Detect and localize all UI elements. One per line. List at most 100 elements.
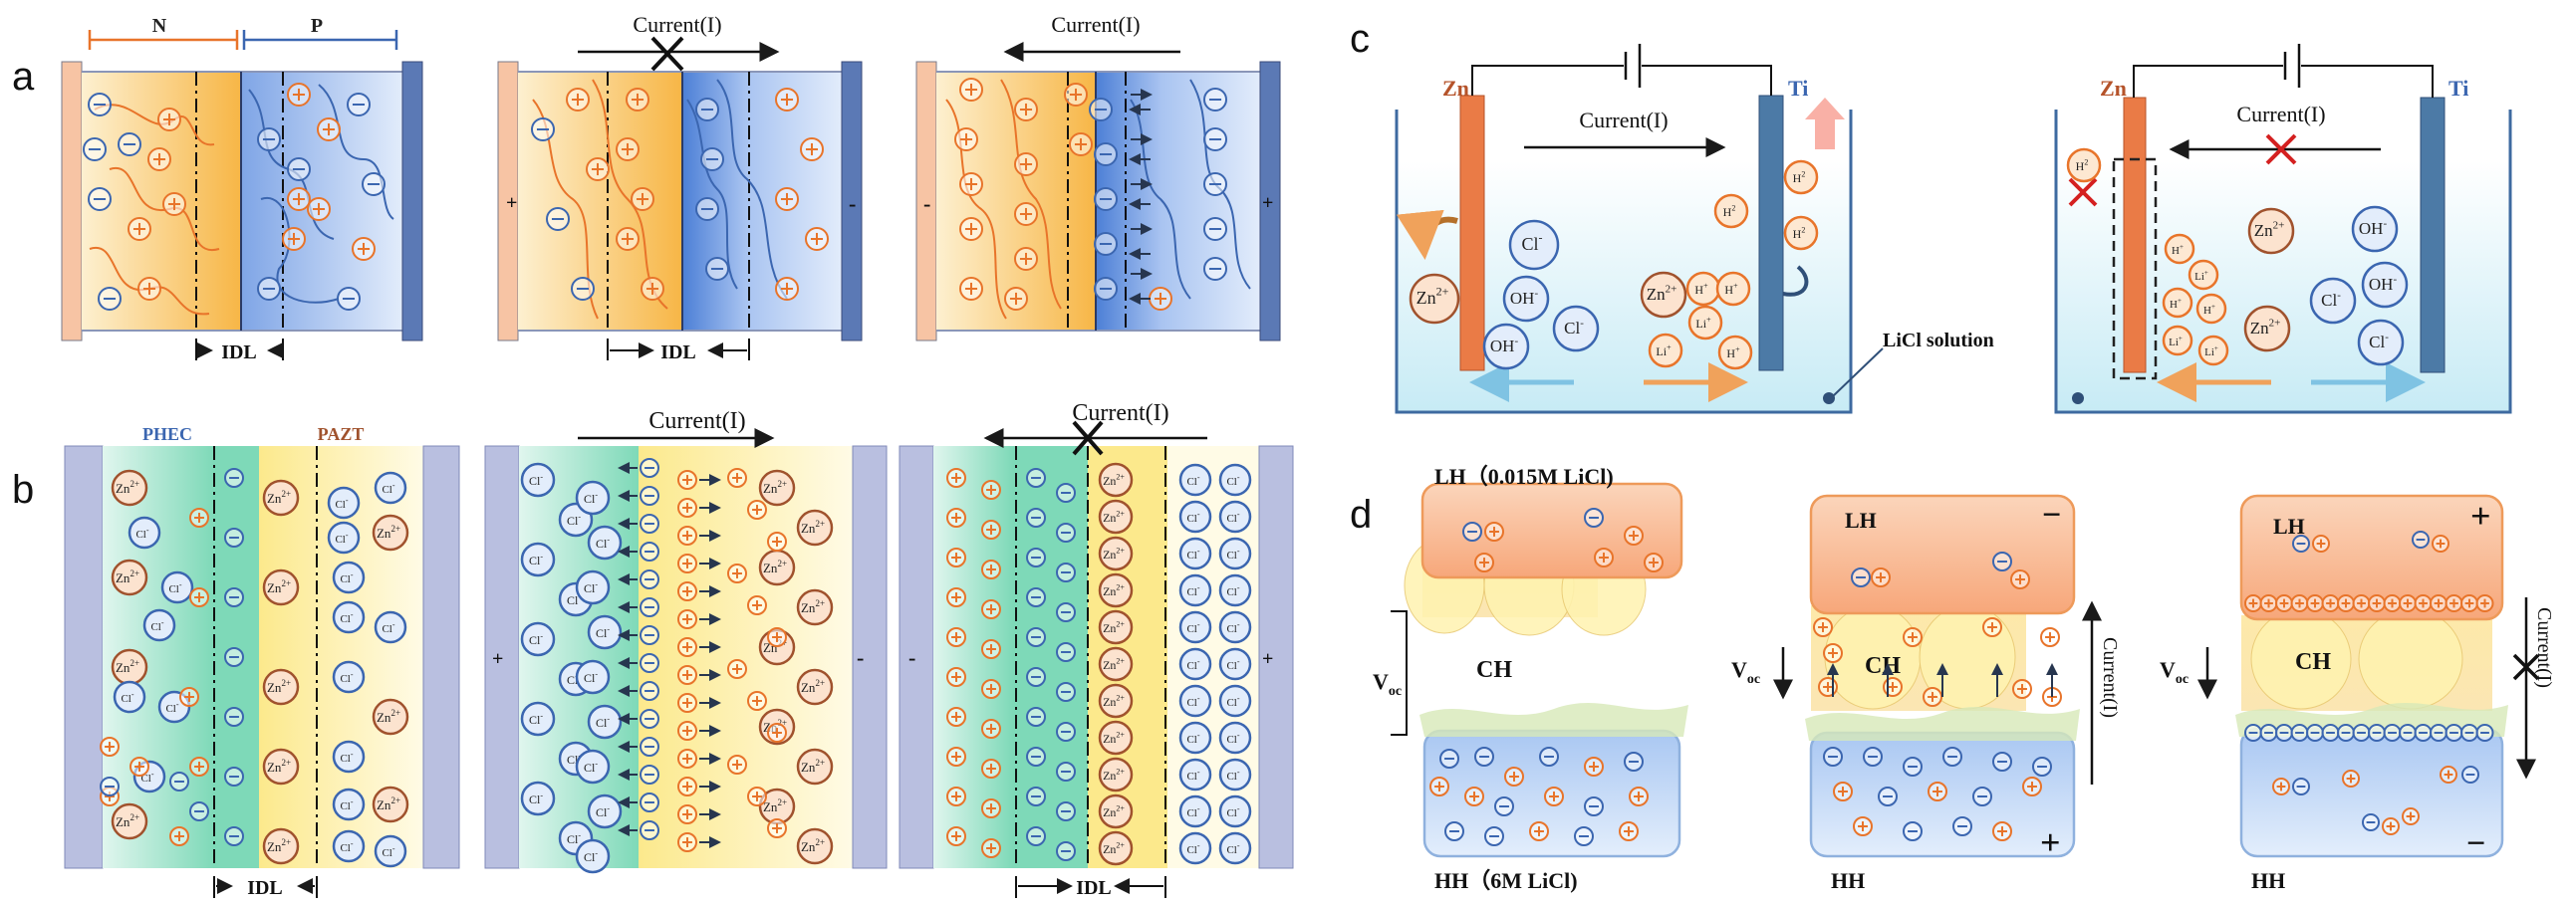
anion-glyph [337,287,361,311]
anion-glyph [640,458,659,478]
svg-text:H2: H2 [1723,203,1736,219]
zn-ion-glyph: Zn2+ [758,469,796,507]
svg-text:Cl-: Cl- [1564,317,1584,338]
svg-text:Zn2+: Zn2+ [267,489,291,506]
anion-glyph [1026,667,1046,687]
cation-glyph [981,719,1001,739]
c1-ti-label: Ti [1788,76,1808,101]
cation-glyph [626,88,649,112]
cation-glyph [775,277,799,301]
cation-glyph [1014,202,1038,226]
cation-glyph [1871,567,1891,587]
c1-current-label: Current(I) [1579,108,1668,132]
svg-text:Cl-: Cl- [2369,331,2389,351]
zn-ion-glyph: Zn2+ [1098,609,1134,645]
b1-idl-label: IDL [247,877,283,899]
d1-ch-label: CH [1476,657,1512,683]
zn-ion-glyph: Zn2+ [2247,207,2295,255]
svg-text:Cl-: Cl- [596,714,610,730]
anion-glyph [88,187,112,211]
c2-ti-label: Ti [2448,76,2468,101]
anion-glyph [118,132,141,156]
zn-ion-glyph: Zn2+ [796,588,834,626]
svg-text:Cl-: Cl- [340,750,353,765]
svg-text:Cl-: Cl- [335,496,348,511]
cl-ion-glyph: Cl- [113,680,146,714]
anion-glyph [640,709,659,729]
cation-glyph [981,560,1001,579]
cation-glyph [800,137,824,161]
anion-glyph [1878,787,1898,806]
anion-glyph [1494,796,1514,816]
anion-glyph [1203,217,1227,241]
cl-ion-glyph: Cl- [1178,831,1212,865]
anion-glyph [1056,722,1076,742]
cl-ion-glyph: Cl- [327,486,361,520]
cation-glyph [128,217,151,241]
anion-glyph [2321,724,2340,742]
svg-text:Zn2+: Zn2+ [116,568,139,585]
svg-text:Cl-: Cl- [529,552,543,567]
cl-ion-glyph: Cl- [160,570,194,604]
svg-text:Cl-: Cl- [140,770,153,785]
svg-text:Li+: Li+ [2194,269,2208,283]
svg-text:Zn2+: Zn2+ [763,479,787,496]
a3-minus-sign: - [923,191,930,216]
zn-ion-glyph: Zn2+ [1098,720,1134,756]
anion-glyph [224,468,244,488]
anion-glyph [1462,522,1482,542]
li-ion-glyph: Li+ [2197,335,2229,366]
anion-glyph [1851,567,1871,587]
d3-hh-label: HH [2251,868,2285,893]
svg-text:Cl-: Cl- [596,624,610,640]
c-solution-label: LiCl solution [1883,330,1994,351]
svg-text:Zn2+: Zn2+ [116,812,139,829]
cation-glyph [287,83,311,107]
panel-letter-b: b [12,468,34,512]
cl-ion-glyph: Cl- [142,608,176,642]
h2-bubble-glyph: H2 [1783,159,1819,195]
cation-glyph [677,804,697,824]
anion-glyph [1863,747,1883,767]
anion-glyph [1026,707,1046,727]
svg-text:Zn2+: Zn2+ [1103,509,1125,525]
svg-text:Zn2+: Zn2+ [763,559,787,575]
anion-glyph [287,157,311,181]
svg-text:OH-: OH- [1510,287,1539,308]
d2-plus-sign: + [2040,822,2061,862]
anion-glyph [2337,724,2355,742]
d2-ch-label: CH [1865,653,1901,679]
anion-glyph [2290,724,2309,742]
panel-d: LH（0.015M LiCl) HH（6M LiCl) CH Voc LH HH… [1373,464,2555,893]
anion-glyph [1056,682,1076,702]
anion-glyph [1094,142,1118,166]
anion-glyph [1056,563,1076,582]
cation-glyph [1484,522,1504,542]
cation-glyph [162,192,186,216]
svg-text:Cl-: Cl- [529,791,543,806]
anion-glyph [83,137,107,161]
anion-glyph [1203,88,1227,112]
cl-ion-glyph: Cl- [1218,794,1252,828]
cation-glyph [775,187,799,211]
d1-lh-label: LH（0.015M LiCl) [1434,464,1614,489]
panel-a: N P IDL [61,12,1281,363]
cation-glyph [1584,757,1604,777]
cation-glyph [2475,594,2494,612]
svg-text:H+: H+ [1694,281,1708,297]
anion-glyph [257,127,281,151]
cl-ion-glyph: Cl- [1552,305,1600,352]
cation-glyph [959,172,983,196]
svg-text:Cl-: Cl- [1226,731,1239,746]
cation-glyph [2430,594,2447,612]
svg-text:Zn2+: Zn2+ [1103,546,1125,562]
anion-glyph [2460,724,2478,742]
cation-glyph [677,665,697,685]
cl-ion-glyph: Cl- [1178,647,1212,681]
a2-idl-label: IDL [660,341,696,363]
zn-ion-glyph: Zn2+ [1098,572,1134,608]
cation-glyph [677,693,697,713]
svg-text:Cl-: Cl- [584,759,598,775]
svg-text:H+: H+ [1724,281,1738,297]
